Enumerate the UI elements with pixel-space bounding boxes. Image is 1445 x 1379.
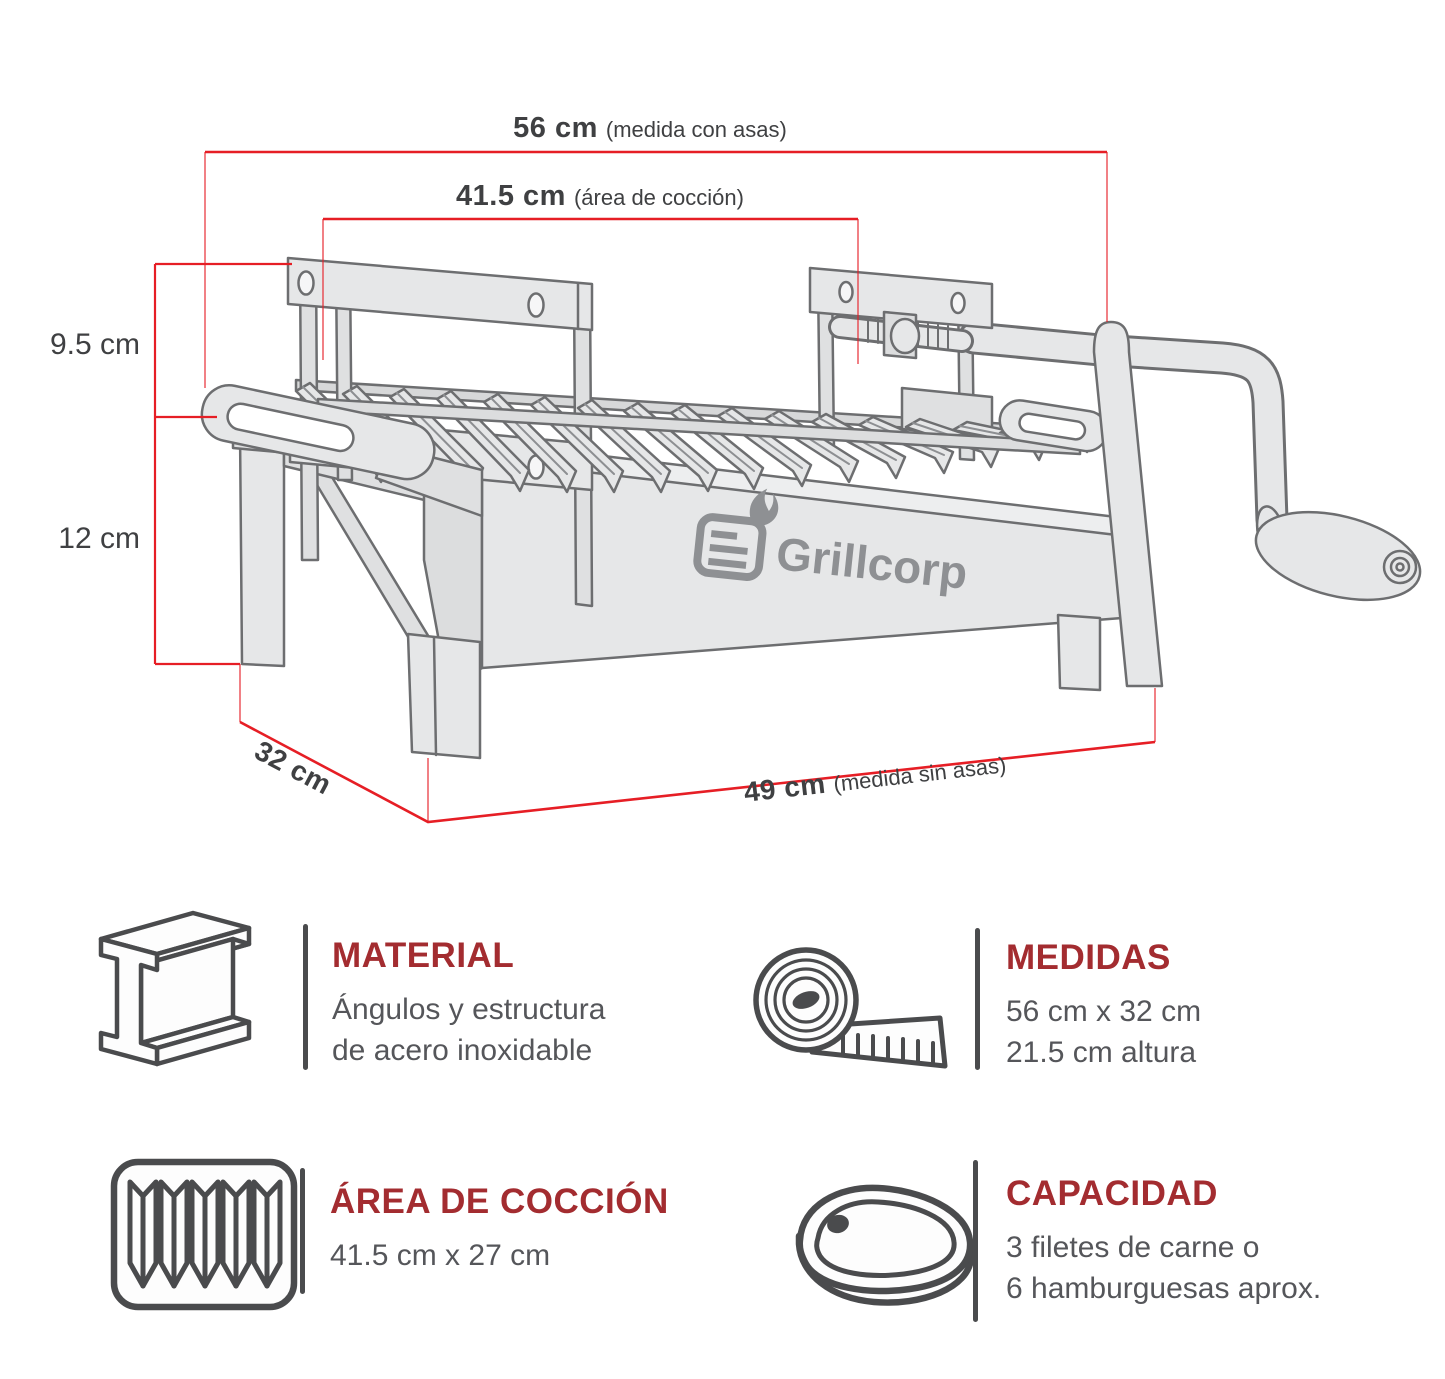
right-bracket-and-screw [808, 266, 994, 360]
dimension-lines [153, 150, 1156, 824]
dim-value: 9.5 cm [49, 328, 140, 361]
spec-line: de acero inoxidable [332, 1034, 593, 1067]
divider [973, 1160, 978, 1322]
front-legs [406, 613, 1102, 760]
dim-label-leg-height: 12 cm [20, 522, 140, 556]
dim-line-heights [153, 262, 292, 666]
left-bracket-top-plate [286, 256, 594, 332]
left-handle [200, 384, 484, 518]
grill-drawing: Grillcorp [200, 256, 1422, 760]
spec-line: 3 filetes de carne o [1006, 1231, 1260, 1264]
spec-line: 56 cm x 32 cm [1006, 995, 1202, 1028]
dim-label-top-width: 56 cm (medida con asas) [450, 112, 850, 145]
i-beam-icon [98, 910, 252, 1067]
dim-label-cooking-width: 41.5 cm (área de cocción) [400, 180, 800, 213]
spec-line: Ángulos y estructura [332, 993, 606, 1026]
crank-grip [1254, 505, 1422, 602]
right-handle [998, 399, 1109, 453]
divider [975, 928, 980, 1070]
spec-line: 21.5 cm altura [1006, 1036, 1197, 1069]
dim-note: (medida con asas) [605, 117, 787, 142]
spec-line: 6 hamburguesas aprox. [1006, 1272, 1322, 1305]
spec-material: MATERIAL Ángulos y estructura de acero i… [332, 936, 605, 1071]
crank-arm [957, 321, 1289, 537]
spec-title: CAPACIDAD [1006, 1174, 1218, 1213]
spec-medidas: MEDIDAS 56 cm x 32 cm 21.5 cm altura [1006, 938, 1201, 1073]
spec-line: 41.5 cm x 27 cm [330, 1239, 551, 1272]
grill-tray-icon [110, 1158, 298, 1311]
divider [303, 924, 308, 1070]
dim-label-grate-height: 9.5 cm [20, 328, 140, 362]
dim-line-bottom [239, 720, 1156, 824]
spec-capacidad: CAPACIDAD 3 filetes de carne o 6 hamburg… [1006, 1174, 1321, 1309]
grill-illustration: Grillcorp [153, 150, 1422, 824]
spec-title: MATERIAL [332, 936, 515, 975]
divider [300, 1168, 305, 1294]
flame-icon [749, 488, 779, 526]
spec-title: ÁREA DE COCCIÓN [330, 1182, 669, 1221]
dim-value: 56 cm [513, 112, 598, 144]
dim-note: (área de cocción) [573, 185, 744, 210]
crank-post [1092, 320, 1164, 688]
steak-icon [795, 1184, 975, 1306]
grillcorp-logo-icon [693, 513, 767, 581]
tape-measure-icon [753, 947, 948, 1069]
dim-value: 12 cm [58, 522, 140, 555]
spec-area-coccion: ÁREA DE COCCIÓN 41.5 cm x 27 cm [330, 1182, 669, 1276]
spec-title: MEDIDAS [1006, 938, 1171, 977]
dim-value: 41.5 cm [456, 180, 566, 212]
